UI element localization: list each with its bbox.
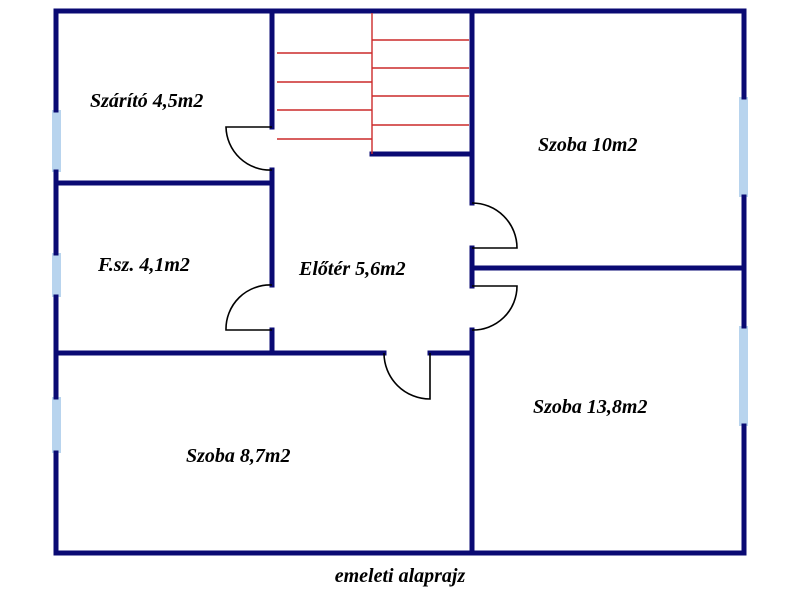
stairs [277, 13, 469, 154]
doors [225, 126, 518, 400]
door-swing-fsz [225, 284, 273, 331]
door-swing-szarito [225, 126, 273, 171]
window-left-upper [52, 110, 61, 172]
room-label-fsz: F.sz. 4,1m2 [97, 254, 190, 276]
windows [52, 97, 748, 453]
window-right-upper [739, 97, 748, 197]
door-swing-szoba-8-7 [383, 352, 431, 400]
walls [53, 8, 747, 556]
door-swing-szoba-10 [471, 202, 518, 249]
door-swing-szoba-13-8 [471, 285, 518, 331]
window-right-lower [739, 326, 748, 426]
window-left-lower [52, 397, 61, 453]
plan-caption: emeleti alaprajz [335, 565, 466, 587]
window-left-middle [52, 253, 61, 297]
room-label-szoba-8-7: Szoba 8,7m2 [186, 445, 290, 467]
room-labels: Szárító 4,5m2 F.sz. 4,1m2 Előtér 5,6m2 S… [90, 90, 647, 467]
room-label-szoba-10: Szoba 10m2 [538, 134, 637, 156]
room-label-szoba-13-8: Szoba 13,8m2 [533, 396, 647, 418]
room-label-eloter: Előtér 5,6m2 [298, 258, 406, 280]
room-label-szarito: Szárító 4,5m2 [90, 90, 203, 112]
